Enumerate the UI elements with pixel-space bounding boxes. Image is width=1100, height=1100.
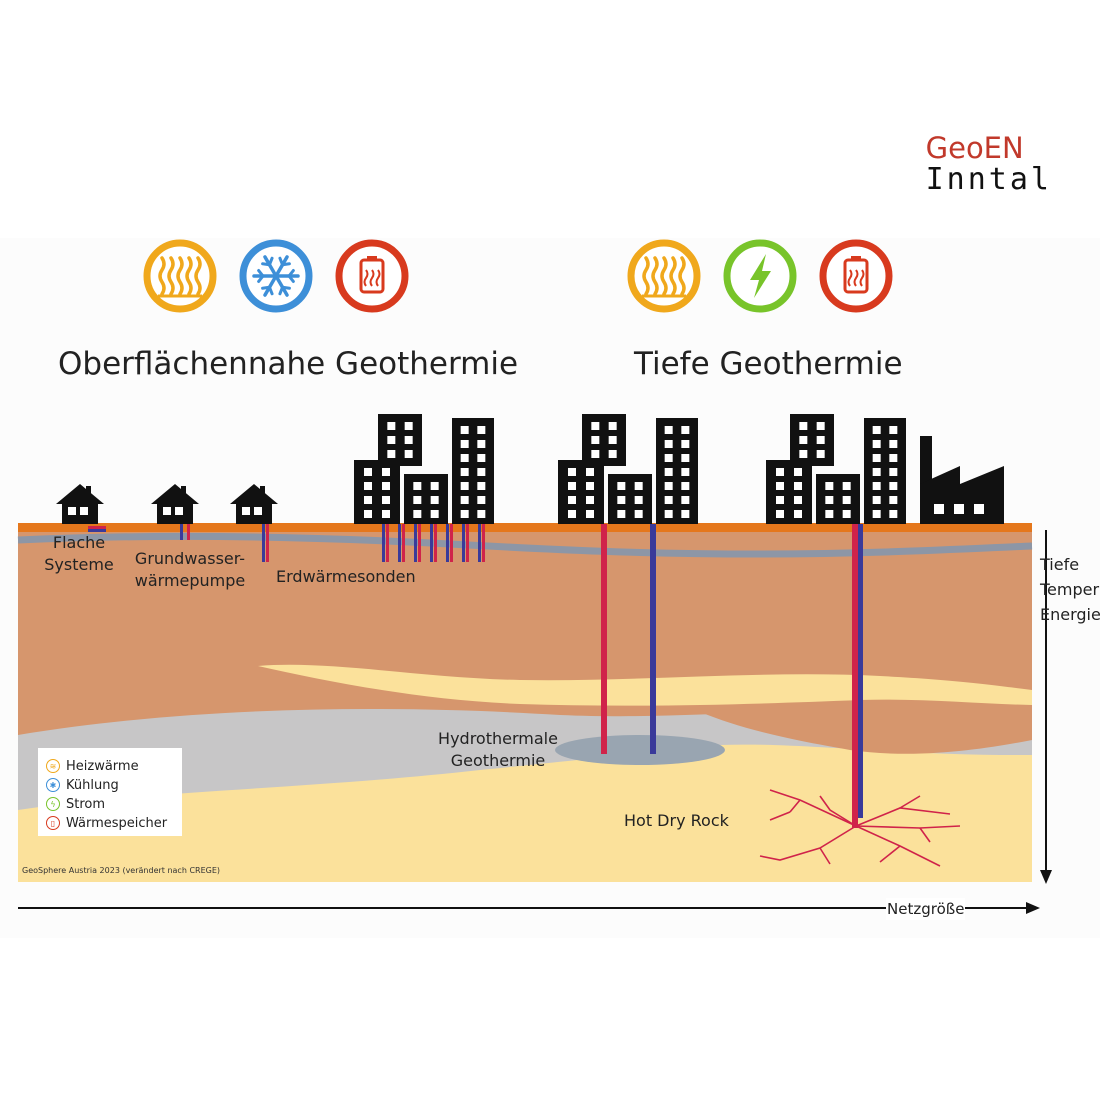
label-hydro-line1: Hydrothermale [438, 729, 558, 748]
pipe-sonde-cold [478, 524, 481, 562]
building-back [582, 414, 626, 466]
building-left [766, 460, 812, 524]
snowflake-icon [239, 239, 313, 313]
pipe-sonde-cold [446, 524, 449, 562]
building-tall [452, 418, 494, 524]
sand-bottom-layer [18, 744, 1032, 882]
building-back [378, 414, 422, 466]
pipe-hydro-cold [650, 524, 656, 754]
hydrothermal-reservoir [555, 735, 725, 765]
label-hydro-line2: Geothermie [450, 751, 546, 770]
depth-label-tiefe: Tiefe [1040, 555, 1080, 574]
pipe-hdr-hot [852, 524, 858, 828]
house-2 [151, 484, 199, 524]
pipe-groundwater-hot [187, 524, 190, 540]
heating-icon [143, 239, 217, 313]
house-1 [56, 484, 104, 524]
pipe-sonde-hot [386, 524, 389, 562]
battery-icon: ▯ [46, 816, 60, 830]
legend-item-heizwaerme: ≋ Heizwärme [46, 757, 139, 775]
pipe-groundwater-cold [180, 524, 183, 540]
pipe-borehole-cold [262, 524, 265, 562]
logo-line-1: GeoEN [925, 131, 1024, 165]
snowflake-icon: ✱ [46, 778, 60, 792]
lightning-icon [723, 239, 797, 313]
pipe-sonde-cold [462, 524, 465, 562]
heating-icon: ≋ [46, 759, 60, 773]
pipe-sonde-hot [450, 524, 453, 562]
pipe-sonde-hot [482, 524, 485, 562]
pipe-sonde-hot [418, 524, 421, 562]
label-erdwaermesonden: Erdwärmesonden [276, 567, 416, 586]
pipe-sonde-hot [402, 524, 405, 562]
pipe-flat-cold [88, 529, 106, 532]
soil-right-patch [700, 690, 1032, 754]
heating-icon [627, 239, 701, 313]
building-mid [404, 474, 448, 524]
pipe-borehole-hot [266, 524, 269, 562]
pipe-sonde-cold [382, 524, 385, 562]
label-flache-line1: Flache [52, 533, 106, 552]
pipes [88, 524, 863, 828]
depth-axis [1040, 530, 1052, 884]
houses [56, 484, 278, 524]
legend-item-waermespeicher: ▯ Wärmespeicher [46, 814, 167, 832]
geoen-inntal-logo: GeoEN Inntal [926, 132, 1052, 196]
logo-line-2: Inntal [925, 162, 1052, 197]
surface-layer [18, 523, 1032, 532]
legend-item-strom: ϟ Strom [46, 795, 105, 813]
source-credit: GeoSphere Austria 2023 (verändert nach C… [22, 866, 221, 875]
deep-geothermal-title: Tiefe Geothermie [634, 346, 903, 382]
pipe-flat-hot [88, 526, 106, 529]
factory [920, 436, 1004, 524]
building-left [558, 460, 604, 524]
label-hot-dry-rock: Hot Dry Rock [624, 811, 729, 830]
legend-label: Heizwärme [66, 758, 139, 774]
depth-label-energie: Energie [1040, 605, 1100, 624]
legend: ≋ Heizwärme ✱ Kühlung ϟ Strom ▯ Wärmespe… [38, 748, 182, 836]
legend-item-kuehlung: ✱ Kühlung [46, 776, 119, 794]
building-back [790, 414, 834, 466]
label-grundwasser: Grundwasser- wärmepumpe [128, 548, 252, 592]
pipe-sonde-cold [430, 524, 433, 562]
energy-icons [143, 239, 893, 313]
sand-lens-layer [258, 664, 1032, 706]
hot-dry-rock-fractures [759, 789, 961, 867]
pipe-sonde-cold [414, 524, 417, 562]
city-cluster-3 [766, 414, 906, 524]
building-tall [864, 418, 906, 524]
building-mid [608, 474, 652, 524]
building-mid [816, 474, 860, 524]
shallow-geothermal-title: Oberflächennahe Geothermie [58, 346, 519, 382]
building-left [354, 460, 400, 524]
city-cluster-2 [558, 414, 698, 524]
legend-label: Strom [66, 796, 106, 812]
label-hydrothermal: Hydrothermale Geothermie [430, 728, 566, 772]
pipe-sonde-hot [466, 524, 469, 562]
label-grund-line2: wärmepumpe [134, 571, 246, 590]
battery-icon [819, 239, 893, 313]
legend-label: Kühlung [66, 777, 119, 793]
house-3 [230, 484, 278, 524]
network-axis-label: Netzgröße [886, 898, 966, 920]
label-grund-line1: Grundwasser- [134, 549, 246, 568]
pipe-hydro-hot [601, 524, 607, 754]
groundwater-line [17, 533, 1033, 558]
building-tall [656, 418, 698, 524]
city-cluster-1 [354, 414, 494, 524]
lightning-icon: ϟ [46, 797, 60, 811]
network-axis [18, 902, 1040, 914]
pipe-sonde-hot [434, 524, 437, 562]
depth-label-temperatur: Temper [1040, 580, 1100, 599]
pipe-hdr-cold [858, 524, 863, 818]
legend-label: Wärmespeicher [66, 815, 168, 831]
battery-icon [335, 239, 409, 313]
label-flache-systeme: Flache Systeme [42, 532, 116, 576]
label-flache-line2: Systeme [44, 555, 114, 574]
pipe-sonde-cold [398, 524, 401, 562]
